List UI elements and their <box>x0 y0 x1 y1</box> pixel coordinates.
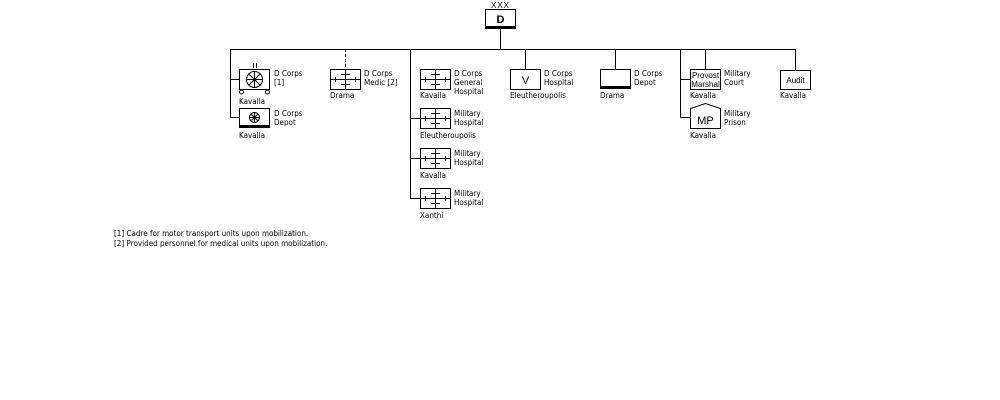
transport-unit-symbol <box>239 63 270 95</box>
mil-hospital-kavalla-name-2: Hospital <box>454 158 483 167</box>
transport-name-2: [1] <box>274 78 284 87</box>
military-prison-name-1: Military <box>724 109 751 118</box>
corps-hospital-name-2: Hospital <box>544 78 573 87</box>
mil-hospital-xanthi-name-2: Hospital <box>454 198 483 207</box>
mil-hospital-kavalla-symbol <box>420 148 451 169</box>
military-court-box-text-1: Provost <box>692 71 720 80</box>
corps-hospital-symbol-letter: V <box>522 75 530 87</box>
military-prison-symbol-letters: MP <box>697 115 714 127</box>
corps-hospital-symbol <box>510 69 541 90</box>
general-hospital-name-2: General <box>454 78 482 87</box>
corps-depot-1-symbol <box>239 108 270 128</box>
mil-hospital-kavalla-name-1: Military <box>454 149 481 158</box>
mil-hospital-eleu-location: Eleutheroupolis <box>420 131 476 140</box>
corps-depot-2-symbol <box>600 69 631 89</box>
footnote-1: [1] Cadre for motor transport units upon… <box>114 229 309 238</box>
general-hospital-name-1: D Corps <box>454 69 483 78</box>
corps-depot-1-location: Kavalla <box>239 131 265 140</box>
mil-hospital-xanthi-name-1: Military <box>454 189 481 198</box>
military-prison-name-2: Prison <box>724 118 746 127</box>
general-hospital-location: Kavalla <box>420 91 446 100</box>
general-hospital-symbol <box>420 69 451 90</box>
hq-box <box>485 9 516 29</box>
audit-box-text: Audit <box>786 76 805 85</box>
connector-lines <box>230 29 796 199</box>
corps-depot-2-location: Drama <box>600 91 624 100</box>
mil-hospital-eleu-name-2: Hospital <box>454 118 483 127</box>
military-court-name-1: Military <box>724 69 751 78</box>
corps-depot-2-name-2: Depot <box>634 78 656 87</box>
transport-location: Kavalla <box>239 97 265 106</box>
corps-depot-2-name-1: D Corps <box>634 69 663 78</box>
footnotes: [1] Cadre for motor transport units upon… <box>114 229 327 249</box>
audit-symbol <box>780 70 811 90</box>
transport-name-1: D Corps <box>274 69 303 78</box>
mil-hospital-eleu-name-1: Military <box>454 109 481 118</box>
corps-hospital-name-1: D Corps <box>544 69 573 78</box>
military-court-box-text-2: Marshal <box>691 80 720 89</box>
military-prison-symbol <box>690 102 721 129</box>
medic-symbol <box>330 69 361 90</box>
hq-echelon: XXX <box>491 1 510 10</box>
military-court-name-2: Court <box>724 78 744 87</box>
military-prison-location: Kavalla <box>690 131 716 140</box>
military-court-location: Kavalla <box>690 91 716 100</box>
medic-location: Drama <box>330 91 354 100</box>
medic-name-2: Medic [2] <box>364 78 398 87</box>
mil-hospital-xanthi-symbol <box>420 188 451 209</box>
hq-label: D <box>497 14 505 26</box>
footnote-2: [2] Provided personnel for medical units… <box>114 239 328 248</box>
general-hospital-name-3: Hospital <box>454 87 483 96</box>
military-court-symbol <box>690 69 721 90</box>
corps-depot-1-name-2: Depot <box>274 118 296 127</box>
corps-depot-1-name-1: D Corps <box>274 109 303 118</box>
audit-location: Kavalla <box>780 91 806 100</box>
corps-hospital-location: Eleutheroupolis <box>510 91 566 100</box>
medic-name-1: D Corps <box>364 69 393 78</box>
mil-hospital-xanthi-location: Xanthi <box>420 211 443 220</box>
mil-hospital-eleu-symbol <box>420 108 451 129</box>
mil-hospital-kavalla-location: Kavalla <box>420 171 446 180</box>
